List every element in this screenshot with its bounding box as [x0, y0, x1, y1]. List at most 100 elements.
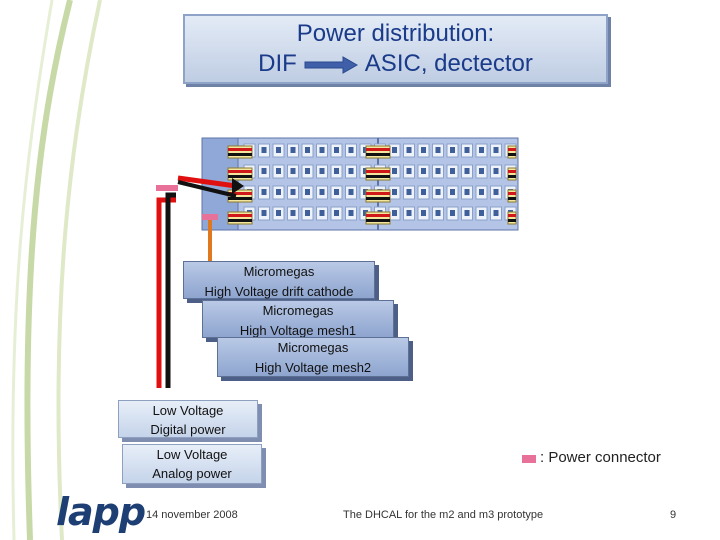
power-connector	[227, 145, 253, 159]
cable-black	[165, 192, 176, 388]
asic-chip-core	[334, 168, 339, 174]
asic-chip-core	[305, 168, 310, 174]
lapp-logo: lapp	[56, 490, 146, 534]
asic-chip-core	[261, 147, 267, 153]
asic-chip-core	[392, 189, 397, 195]
connector-wire-black	[508, 197, 516, 200]
power-connector-swatch	[522, 455, 536, 463]
power-connector	[227, 211, 253, 225]
asic-chip-core	[435, 147, 441, 153]
connector-group	[227, 145, 517, 225]
asic-chip-core	[406, 210, 412, 216]
power-connector	[227, 167, 253, 181]
hv-box-line2: High Voltage mesh1	[239, 323, 357, 338]
asic-chip-core	[464, 147, 470, 153]
lv-box-line2: Analog power	[152, 466, 232, 481]
asic-chip-core	[305, 147, 310, 153]
asic-chip-core	[493, 168, 499, 174]
power-connector-hv	[202, 214, 218, 220]
lv-box-line1: Low Voltage	[156, 447, 228, 462]
asic-chip-core	[479, 189, 484, 195]
asic-chip-core	[348, 189, 354, 195]
asic-chip-core	[319, 210, 325, 216]
connector-wire-red	[366, 192, 390, 195]
asic-chip-core	[406, 147, 412, 153]
title-from: DIF	[258, 50, 297, 77]
asic-chip-core	[334, 189, 339, 195]
asic-chip-core	[493, 189, 499, 195]
connector-wire-black	[366, 219, 390, 222]
title-to: ASIC, dectector	[364, 50, 533, 77]
asic-chip-core	[319, 168, 325, 174]
power-connector	[365, 211, 391, 225]
connector-wire-black	[508, 175, 516, 178]
power-connector	[507, 145, 517, 159]
hv-box-mesh1: Micromegas High Voltage mesh1	[202, 300, 394, 338]
asic-chip-core	[392, 168, 397, 174]
connector-wire-black	[366, 197, 390, 200]
connector-wire-black	[228, 197, 252, 200]
decorative-swoosh	[11, 0, 102, 540]
connector-wire-black	[228, 153, 252, 156]
asic-chip-core	[450, 147, 455, 153]
connector-wire-red	[228, 214, 252, 217]
asic-chip-core	[290, 210, 296, 216]
power-connector	[507, 167, 517, 181]
hv-box-line2: High Voltage mesh2	[254, 360, 372, 375]
asic-chip-core	[261, 210, 267, 216]
asic-chip-core	[392, 210, 397, 216]
asic-chip-core	[493, 147, 499, 153]
connector-wire-black	[228, 219, 252, 222]
lv-box-analog: Low Voltage Analog power	[122, 444, 262, 484]
asic-chip-core	[435, 168, 441, 174]
lv-box-line2: Digital power	[150, 422, 226, 437]
connector-wire-black	[508, 219, 516, 222]
asic-chip-core	[276, 210, 281, 216]
power-connector	[365, 189, 391, 203]
connector-wire-red	[508, 148, 516, 151]
asic-chip-core	[406, 168, 412, 174]
asic-chip-core	[421, 210, 426, 216]
asic-chip-core	[479, 210, 484, 216]
hv-box-line2: High Voltage drift cathode	[204, 284, 354, 299]
title-box: Power distribution: DIF ASIC, dectector	[183, 14, 608, 84]
asic-chip-core	[276, 147, 281, 153]
legend-text: : Power connector	[540, 449, 661, 466]
asic-chip-core	[261, 189, 267, 195]
asic-chip-core	[464, 189, 470, 195]
asic-chip-core	[290, 168, 296, 174]
connector-wire-black	[366, 153, 390, 156]
connector-wire-black	[228, 175, 252, 178]
title-line1: Power distribution:	[296, 20, 495, 47]
asic-chip-core	[319, 147, 325, 153]
power-connector-lv	[156, 185, 178, 191]
asic-chip-core	[406, 189, 412, 195]
connector-wire-red	[228, 192, 252, 195]
asic-chip-core	[450, 210, 455, 216]
asic-chip-core	[435, 210, 441, 216]
asic-chip-core	[334, 210, 339, 216]
footer-date: 14 november 2008	[146, 509, 238, 521]
power-connector	[365, 167, 391, 181]
hv-box-mesh2: Micromegas High Voltage mesh2	[217, 337, 409, 377]
connector-wire-red	[508, 192, 516, 195]
asic-chip-core	[392, 147, 397, 153]
connector-wire-red	[366, 148, 390, 151]
connector-wire-red	[508, 170, 516, 173]
connector-wire-black	[366, 175, 390, 178]
asic-chip-core	[305, 210, 310, 216]
connector-wire-red	[508, 214, 516, 217]
hv-box-line1: Micromegas	[243, 264, 315, 279]
asic-chip-core	[305, 189, 310, 195]
hv-box-line1: Micromegas	[277, 340, 349, 355]
connector-wire-red	[228, 170, 252, 173]
title-line2: DIF ASIC, dectector	[185, 49, 606, 79]
asic-chip-core	[261, 168, 267, 174]
power-connector	[365, 145, 391, 159]
asic-chip-core	[421, 189, 426, 195]
asic-chip-core	[464, 168, 470, 174]
asic-chip-core	[276, 189, 281, 195]
asic-chip-core	[421, 147, 426, 153]
asic-chip-core	[435, 189, 441, 195]
